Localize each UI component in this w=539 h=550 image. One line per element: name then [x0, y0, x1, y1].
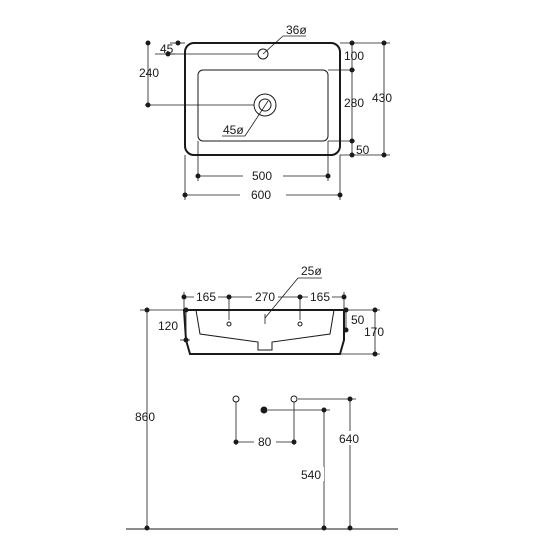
- dim-640: 640: [339, 432, 359, 446]
- label-25: 25ø: [301, 264, 322, 278]
- basin-profile: [182, 309, 345, 355]
- label-45d: 45ø: [223, 123, 244, 137]
- dim-270: 270: [255, 290, 275, 304]
- wall-view: 80 540 640: [232, 395, 362, 531]
- dim-100: 100: [344, 49, 364, 63]
- leader-25: [264, 277, 299, 319]
- dim-80: 80: [258, 435, 272, 449]
- supply-right: [290, 395, 298, 403]
- dim-430: 430: [372, 91, 392, 105]
- marker-right: [297, 321, 303, 327]
- dim-165-right: 165: [310, 290, 330, 304]
- bowl-outline: [197, 69, 329, 142]
- marker-left: [226, 321, 232, 327]
- dim-120: 120: [158, 319, 178, 333]
- dim-500: 500: [252, 169, 272, 183]
- dim-240: 240: [139, 66, 159, 80]
- dim-170: 170: [364, 325, 384, 339]
- waste-outlet: [260, 406, 268, 414]
- leader-36: [262, 35, 284, 55]
- dim-45: 45: [160, 42, 174, 56]
- supply-left: [232, 395, 240, 403]
- dim-280: 280: [344, 96, 364, 110]
- dim-165-left: 165: [196, 290, 216, 304]
- dim-50-front: 50: [351, 313, 365, 327]
- dim-50: 50: [356, 143, 370, 157]
- dim-600: 600: [251, 188, 271, 202]
- dim-860: 860: [135, 410, 155, 424]
- bowl-profile: [195, 309, 335, 351]
- front-view: 165 270 165 25ø 120 50 170 860: [135, 264, 384, 531]
- leader-45: [244, 100, 269, 137]
- top-view: 45 240 36ø 45ø 100 280 50 430: [139, 23, 392, 202]
- label-36: 36ø: [286, 23, 307, 37]
- basin-outline: [184, 42, 341, 156]
- drain-inner: [258, 98, 272, 112]
- dim-540: 540: [301, 468, 321, 482]
